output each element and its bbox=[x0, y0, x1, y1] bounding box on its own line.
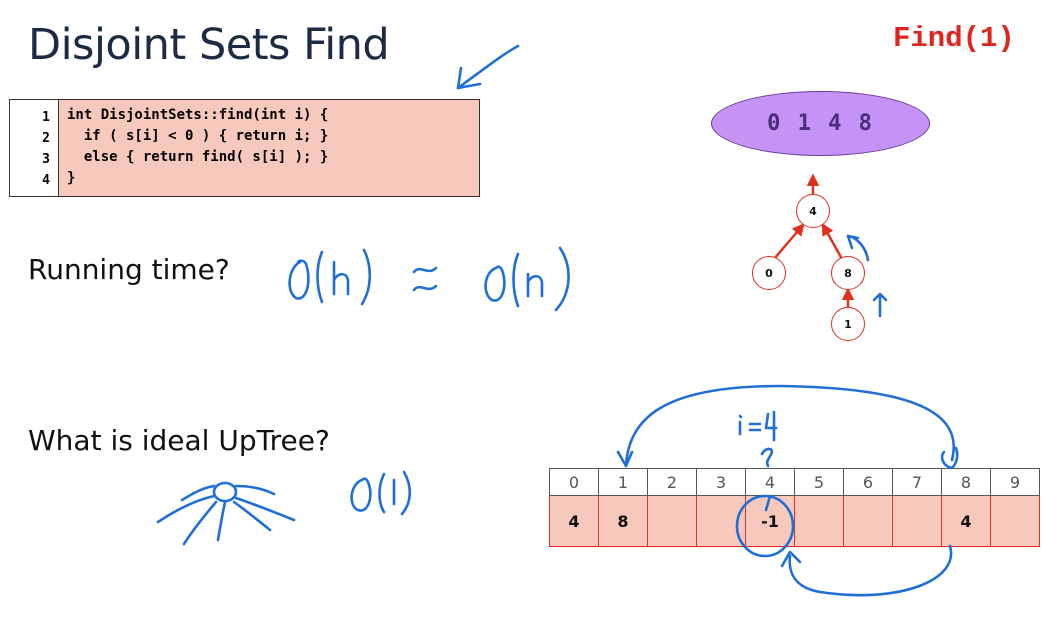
tree-node-4: 4 bbox=[796, 194, 830, 228]
find-call-label: Find(1) bbox=[893, 22, 1015, 55]
edge-0-to-4 bbox=[773, 223, 805, 260]
array-value bbox=[990, 495, 1040, 547]
line-number: 4 bbox=[42, 173, 50, 188]
array-index-row: 0 1 2 3 4 5 6 7 8 9 bbox=[549, 468, 1040, 496]
array-index: 3 bbox=[696, 468, 746, 496]
code-body: int DisjointSets::find(int i) { if ( s[i… bbox=[59, 100, 479, 196]
edge-8-to-4 bbox=[821, 222, 844, 260]
array-value: 8 bbox=[598, 495, 648, 547]
array-value-row: 4 8 -1 4 bbox=[549, 495, 1040, 547]
array-value bbox=[843, 495, 893, 547]
array-index: 4 bbox=[745, 468, 795, 496]
ink-big-o-one bbox=[350, 470, 412, 516]
ink-ideal-uptree-sketch bbox=[156, 481, 296, 546]
code-block: 1 2 3 4 int DisjointSets::find(int i) { … bbox=[9, 99, 480, 197]
array-index: 7 bbox=[892, 468, 942, 496]
ink-curved-arrow-8-to-1 bbox=[616, 384, 959, 470]
tree-node-8: 8 bbox=[831, 256, 865, 290]
code-line: int DisjointSets::find(int i) { bbox=[67, 107, 329, 123]
code-line: else { return find( s[i] ); } bbox=[67, 149, 329, 165]
array-index: 2 bbox=[647, 468, 697, 496]
array-index: 8 bbox=[941, 468, 991, 496]
array-value: 4 bbox=[549, 495, 599, 547]
line-number: 3 bbox=[42, 152, 50, 167]
ideal-uptree-question: What is ideal UpTree? bbox=[28, 424, 330, 457]
parent-array: 0 1 2 3 4 5 6 7 8 9 4 8 -1 4 bbox=[549, 468, 1040, 547]
array-value bbox=[696, 495, 746, 547]
array-value bbox=[794, 495, 844, 547]
array-value: 4 bbox=[941, 495, 991, 547]
ink-arrow-to-code bbox=[456, 44, 520, 90]
array-index: 0 bbox=[549, 468, 599, 496]
array-index: 6 bbox=[843, 468, 893, 496]
code-line: if ( s[i] < 0 ) { return i; } bbox=[67, 128, 329, 144]
slide-title: Disjoint Sets Find bbox=[28, 20, 390, 70]
array-index: 5 bbox=[794, 468, 844, 496]
array-value bbox=[647, 495, 697, 547]
line-number: 2 bbox=[42, 131, 50, 146]
code-line: } bbox=[67, 170, 76, 186]
set-members-ellipse: 0 1 4 8 bbox=[711, 91, 930, 156]
line-number-gutter: 1 2 3 4 bbox=[10, 100, 59, 196]
tree-node-1: 1 bbox=[831, 307, 865, 341]
array-index: 1 bbox=[598, 468, 648, 496]
array-index: 9 bbox=[990, 468, 1040, 496]
ink-curved-arrow-to-root bbox=[780, 544, 953, 597]
array-value bbox=[892, 495, 942, 547]
tree-node-0: 0 bbox=[752, 256, 786, 290]
running-time-question: Running time? bbox=[28, 253, 230, 286]
ink-big-o-h-approx-n bbox=[288, 246, 570, 312]
line-number: 1 bbox=[42, 110, 50, 125]
ink-i-equals-4 bbox=[738, 410, 778, 468]
array-value: -1 bbox=[745, 495, 795, 547]
